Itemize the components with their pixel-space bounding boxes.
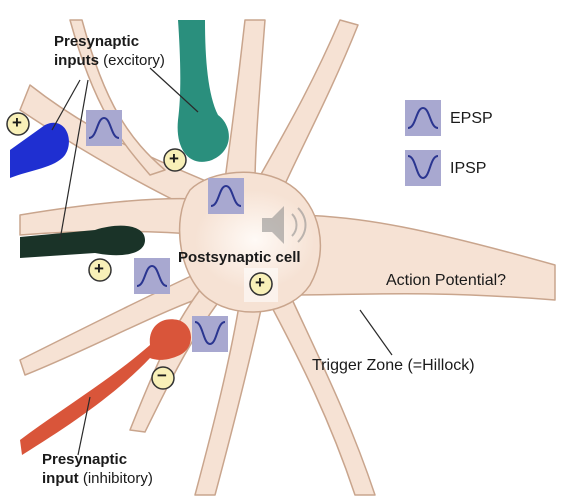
ipsp-box-1: [192, 316, 228, 352]
leader-dark: [59, 79, 89, 241]
minus-circle-orange: [151, 366, 175, 390]
legend-ipsp-label: IPSP: [450, 160, 487, 177]
dendrite-lower: [194, 299, 263, 496]
presynaptic-terminal-orange: [20, 319, 192, 455]
leader-blue: [51, 79, 81, 131]
plus-circle-dark: [88, 258, 112, 282]
plus-circle-teal: [163, 148, 187, 172]
speaker-icon[interactable]: [262, 206, 307, 244]
dendrite-lower-right: [267, 294, 376, 496]
presynaptic-excitatory-paren: (excitory): [103, 52, 165, 69]
plus-sign-dark: +: [94, 259, 104, 278]
minus-sign-orange: −: [157, 366, 167, 385]
presynaptic-inhibitory-input: input: [42, 470, 79, 487]
dendrite-upper-right: [254, 19, 359, 196]
plus-sign-center: +: [255, 273, 265, 292]
epsp-box-3: [134, 258, 170, 294]
leader-lines: [51, 67, 393, 456]
plus-circle-blue: [6, 112, 30, 136]
presynaptic-terminal-dark: [20, 225, 145, 258]
epsp-box-2: [208, 178, 244, 214]
dendrite-left: [19, 197, 211, 236]
leader-trigger-zone: [359, 309, 393, 356]
presynaptic-inhibitory-paren: (inhibitory): [82, 470, 153, 487]
psp-markers: [86, 100, 441, 352]
presynaptic-excitatory-label-line2: inputs (excitory): [54, 52, 165, 70]
legend-epsp-label: EPSP: [450, 110, 493, 127]
trigger-zone-label: Trigger Zone (=Hillock): [312, 357, 475, 374]
presynaptic-terminal-teal: [177, 20, 229, 162]
leader-orange: [77, 396, 91, 456]
legend-ipsp-swatch: [405, 150, 441, 186]
dendrite-upper-left: [19, 84, 216, 216]
leader-teal: [149, 67, 199, 113]
plus-sign-teal: +: [169, 149, 179, 168]
legend-epsp-swatch: [405, 100, 441, 136]
dendrite-upper: [224, 19, 266, 186]
presynaptic-excitatory-label-line1: Presynaptic: [54, 33, 140, 50]
axon: [289, 214, 556, 301]
presynaptic-inhibitory-label-line2: input (inhibitory): [42, 470, 153, 488]
plus-sign-blue: +: [12, 113, 22, 132]
presynaptic-terminal-blue: [10, 122, 69, 178]
postsynaptic-cell-label: Postsynaptic cell: [178, 249, 301, 266]
action-potential-label: Action Potential?: [386, 272, 507, 289]
epsp-box-1: [86, 110, 122, 146]
presynaptic-inhibitory-label-line1: Presynaptic: [42, 451, 128, 468]
plus-circle-center-front: [249, 272, 273, 296]
soma-highlight: [195, 190, 315, 290]
presynaptic-excitatory-inputs: inputs: [54, 52, 99, 69]
